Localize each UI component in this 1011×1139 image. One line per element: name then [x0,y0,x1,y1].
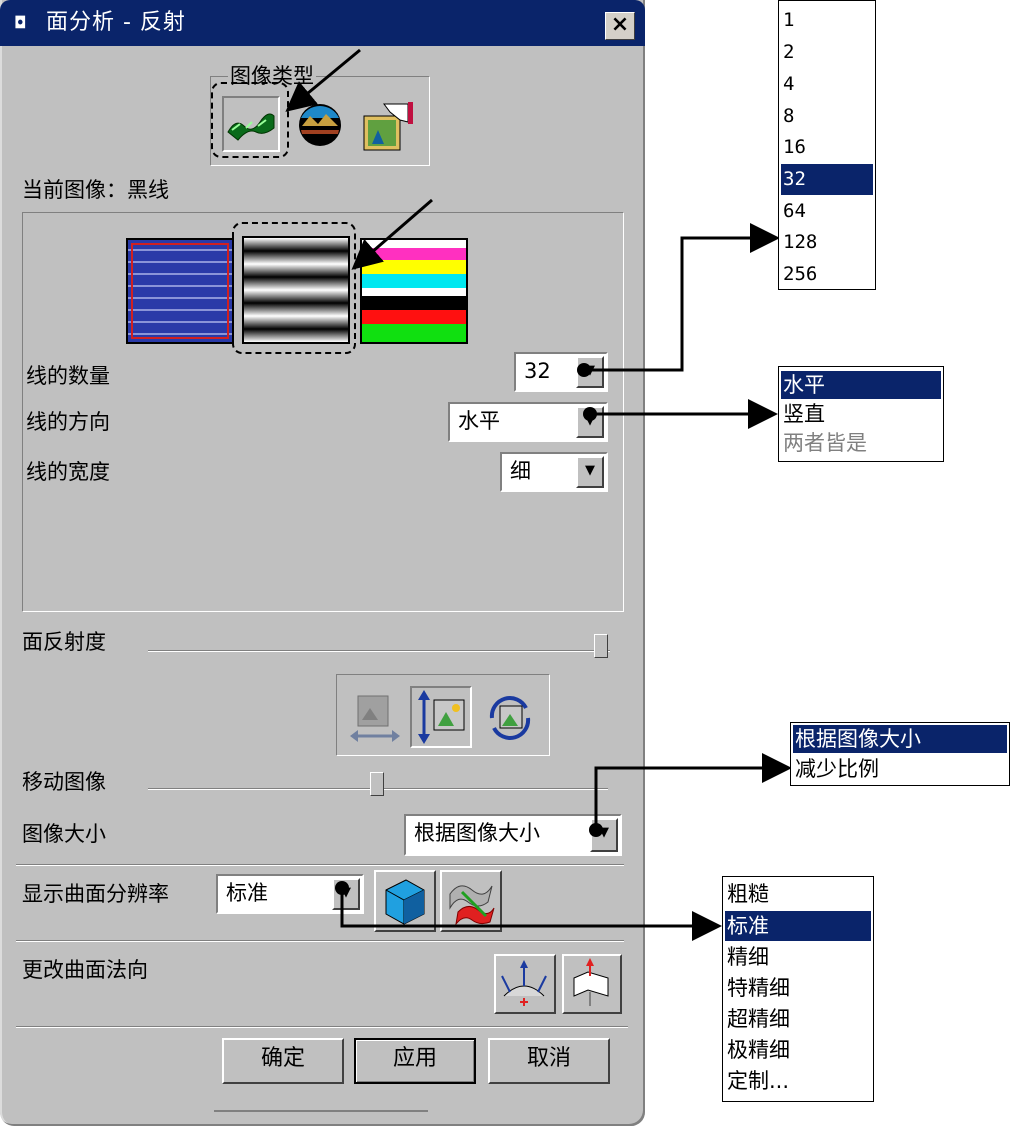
reflectivity-slider-track[interactable] [148,650,610,652]
separator [16,864,624,866]
rotate-image-icon [489,696,531,740]
user-image-icon [363,102,413,151]
line-count-list: 1 2 4 8 16 32 64 128 256 [778,0,876,290]
black-lines-icon [244,238,348,342]
specify-normal-button[interactable] [562,954,622,1014]
list-item[interactable]: 4 [783,73,795,95]
callout-arrow [594,753,792,830]
rotate-image-button[interactable] [482,690,540,746]
flip-normal-icon [573,958,609,1006]
window-title: 面分析 - 反射 [46,10,186,35]
list-item-selected[interactable]: 32 [781,164,873,195]
line-width-label: 线的宽度 [26,460,110,484]
selection-highlight [211,82,289,158]
list-item-selected[interactable]: 水平 [781,371,941,399]
callout-dot [335,881,349,895]
separator [16,940,624,942]
move-image-label: 移动图像 [22,770,106,794]
blue-lines-button[interactable] [126,238,234,344]
list-item-selected[interactable]: 根据图像大小 [793,725,1007,753]
line-width-dropdown[interactable]: 细 ▼ [500,452,608,492]
surface-reflection-icon [227,113,275,141]
close-button[interactable]: × [605,12,635,40]
apply-button[interactable]: 应用 [354,1038,476,1084]
image-size-dropdown[interactable]: 根据图像大小 ▼ [404,814,622,856]
list-item[interactable]: 特精细 [727,976,790,1000]
cube-icon [385,879,425,925]
ok-button[interactable]: 确定 [222,1038,344,1084]
blue-lines-icon [128,240,232,342]
reflectivity-label: 面反射度 [22,630,106,654]
reverse-normal-button[interactable] [494,954,556,1014]
list-item[interactable]: 粗糙 [727,882,769,906]
callout-arrow [584,223,780,372]
image-size-value: 根据图像大小 [414,821,540,845]
separator [16,1026,628,1028]
reflectivity-slider-thumb[interactable] [594,634,608,658]
list-item[interactable]: 超精细 [727,1007,790,1031]
image-type-label: 图像类型 [228,62,316,90]
callout-arrow [285,48,361,112]
line-count-label: 线的数量 [26,364,110,388]
shaded-display-button[interactable] [374,870,436,932]
change-normal-label: 更改曲面法向 [22,958,148,982]
surface-normal-icon [501,960,547,1006]
line-direction-list: 水平 竖直 两者皆是 [778,366,944,462]
black-lines-button[interactable] [242,236,350,344]
list-item[interactable]: 16 [783,136,806,158]
line-count-dropdown[interactable]: 32 ▼ [514,352,608,392]
resize-grip[interactable] [214,1110,428,1118]
nx-logo-icon: ◘ [14,13,27,32]
list-item[interactable]: 定制... [727,1069,790,1093]
list-item-disabled: 两者皆是 [783,431,867,455]
list-item[interactable]: 减少比例 [795,757,879,781]
move-horizontal-button[interactable] [346,690,404,746]
surface-reflection-button[interactable] [222,96,280,152]
current-image-label: 当前图像：黑线 [22,178,169,202]
list-item[interactable]: 竖直 [783,402,825,426]
list-item[interactable]: 2 [783,41,795,63]
list-item[interactable]: 极精细 [727,1038,790,1062]
list-item[interactable]: 精细 [727,945,769,969]
image-size-list: 根据图像大小 减少比例 [790,722,1010,786]
user-image-button[interactable] [360,98,416,152]
title-bar[interactable]: ◘ 面分析 - 反射 × [0,0,645,46]
list-item[interactable]: 64 [783,200,806,222]
move-vertical-icon [418,690,465,744]
move-vertical-button[interactable] [410,686,472,748]
callout-dot [577,363,591,377]
list-item-selected[interactable]: 标准 [725,911,871,941]
line-width-value: 细 [510,459,531,483]
move-horizontal-icon [350,695,400,742]
surface-resolution-list: 粗糙 标准 精细 特精细 超精细 极精细 定制... [722,876,874,1102]
list-item[interactable]: 256 [783,263,818,285]
list-item[interactable]: 128 [783,231,818,253]
color-lines-button[interactable] [360,238,468,344]
callout-dot [583,407,597,421]
line-direction-value: 水平 [458,409,500,433]
cancel-button[interactable]: 取消 [488,1038,610,1084]
image-size-label: 图像大小 [22,822,106,846]
callout-arrow [340,888,722,941]
line-direction-label: 线的方向 [26,410,110,434]
list-item[interactable]: 8 [783,105,795,127]
callout-dot [589,823,603,837]
surface-resolution-value: 标准 [226,881,268,905]
surface-resolution-label: 显示曲面分辨率 [22,882,169,906]
surface-mesh-icon [449,885,495,926]
reflection-analysis-dialog: ◘ 面分析 - 反射 × 图像类型 当前图像：黑线 [0,0,645,1126]
move-image-slider-thumb[interactable] [370,772,384,796]
line-count-value: 32 [524,359,551,383]
color-lines-icon [362,240,466,342]
list-item[interactable]: 1 [783,9,795,31]
surface-resolution-dropdown[interactable]: 标准 ▼ [216,874,364,914]
chevron-down-icon[interactable]: ▼ [576,456,604,488]
callout-arrow [351,198,433,270]
surface-display-button[interactable] [440,870,502,932]
